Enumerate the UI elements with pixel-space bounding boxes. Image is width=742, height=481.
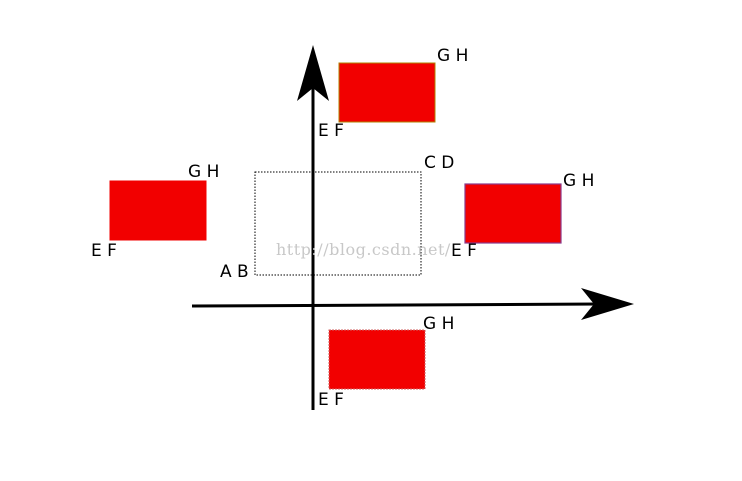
box-bottom-max-label: G H	[423, 314, 455, 334]
box-right	[464, 183, 562, 244]
box-right-max-label: G H	[563, 171, 595, 191]
box-right-min-label: E F	[451, 241, 477, 261]
box-left-max-label: G H	[188, 162, 220, 182]
box-top-max-label: G H	[437, 46, 469, 66]
box-bottom	[328, 329, 426, 390]
box-left	[109, 180, 207, 241]
box-left-min-label: E F	[91, 241, 117, 261]
box-bottom-min-label: E F	[318, 390, 344, 410]
reference-box-min-label: A B	[220, 262, 249, 282]
reference-box	[254, 171, 422, 276]
box-top-min-label: E F	[318, 121, 344, 141]
x-axis-arrowhead	[581, 288, 634, 320]
x-axis-line	[191, 302, 601, 308]
box-top	[338, 62, 436, 123]
watermark-text: http://blog.csdn.net/	[276, 240, 451, 259]
y-axis-arrowhead	[297, 45, 329, 101]
reference-box-max-label: C D	[424, 153, 455, 173]
